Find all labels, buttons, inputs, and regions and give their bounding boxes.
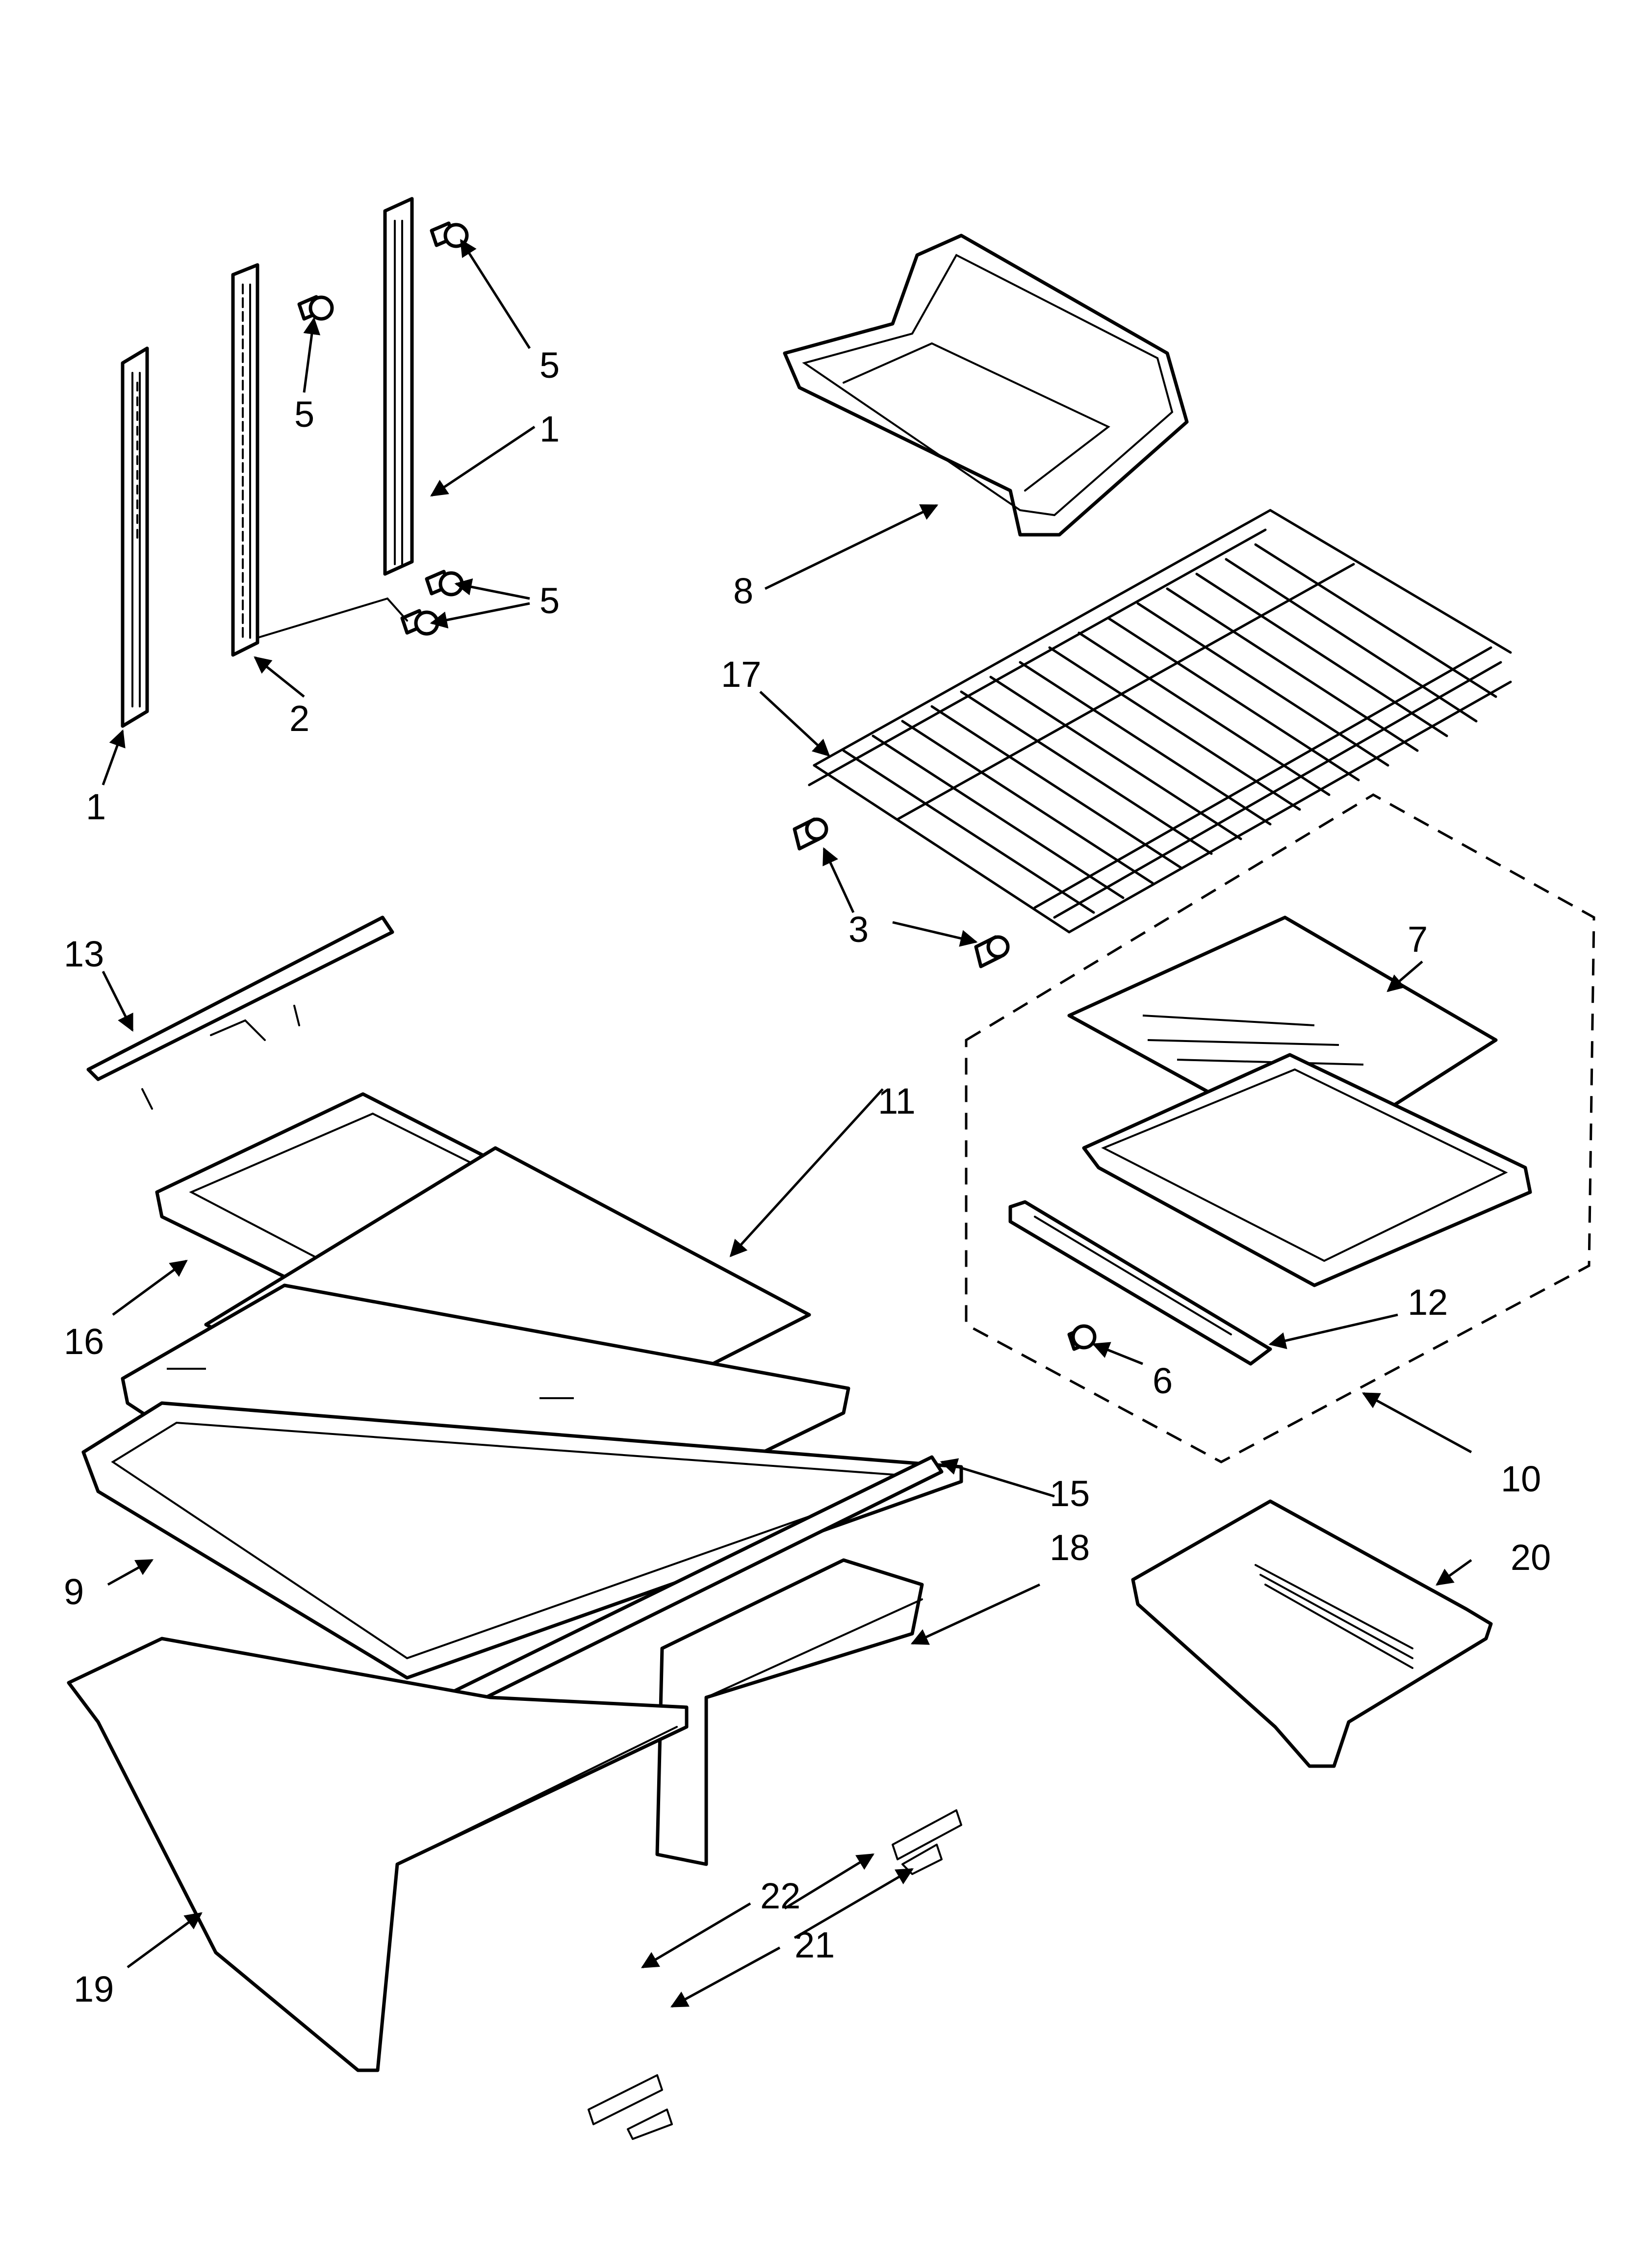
callout-1-left: 1 — [86, 786, 106, 827]
crisper-cover-frame — [81, 1401, 963, 1680]
crisper-drawer-right — [655, 1558, 924, 1866]
callout-19: 19 — [74, 1969, 114, 2009]
callout-5-top-right: 5 — [539, 345, 560, 386]
callout-18: 18 — [1050, 1527, 1090, 1568]
drawer-slide-lower — [588, 2074, 673, 2140]
crisper-drawer-left — [67, 1637, 689, 2072]
callout-5-middle: 5 — [294, 394, 314, 435]
callout-17: 17 — [721, 654, 761, 695]
callout-5-bottom: 5 — [539, 580, 560, 621]
callout-7: 7 — [1408, 919, 1428, 960]
callout-1-right: 1 — [539, 409, 560, 449]
assembly-line — [257, 597, 408, 639]
shelf-frame-right — [1082, 1053, 1532, 1287]
screw-6 — [1067, 1324, 1097, 1351]
callout-6: 6 — [1153, 1360, 1173, 1401]
screw-5-middle — [297, 295, 334, 321]
callout-labels: 1 1 2 5 5 5 8 17 3 7 13 11 16 12 6 10 15… — [64, 345, 1551, 2009]
shelf-assembly-group-outline — [965, 793, 1595, 1463]
callout-16: 16 — [64, 1321, 104, 1362]
callout-2: 2 — [289, 698, 309, 739]
meat-drawer — [1131, 1499, 1493, 1768]
crisper-cover-front — [86, 915, 394, 1110]
callout-10: 10 — [1501, 1459, 1541, 1499]
callout-8: 8 — [733, 571, 753, 611]
callout-3: 3 — [848, 909, 869, 950]
leader-lines — [102, 239, 1472, 2008]
shelf-retainer — [1008, 1200, 1272, 1366]
callout-22: 22 — [760, 1876, 800, 1916]
callout-20: 20 — [1511, 1537, 1551, 1578]
wire-shelf — [808, 509, 1512, 934]
drawer-slide-upper — [892, 1809, 962, 1875]
callout-21: 21 — [795, 1925, 835, 1965]
shelf-support-right — [383, 197, 414, 576]
shelf-support-center — [231, 263, 259, 657]
deli-drawer — [783, 234, 1189, 537]
callout-11: 11 — [878, 1081, 916, 1121]
shelf-support-left — [121, 346, 149, 728]
shelf-stop-lower — [974, 935, 1010, 968]
callout-13: 13 — [64, 934, 104, 974]
callout-9: 9 — [64, 1571, 84, 1612]
shelf-stop-upper — [793, 817, 828, 851]
callout-15: 15 — [1050, 1473, 1090, 1514]
callout-12: 12 — [1408, 1282, 1448, 1323]
